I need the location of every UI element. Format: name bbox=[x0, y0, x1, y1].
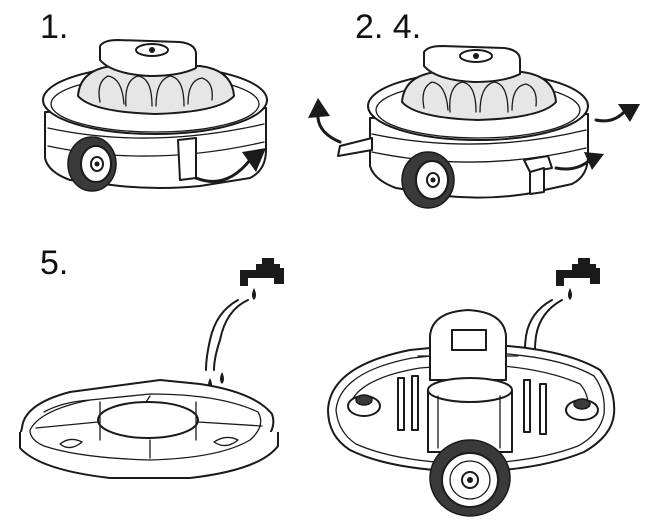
water-tap-icon bbox=[556, 258, 600, 300]
filter-tray-icon bbox=[19, 379, 279, 479]
pool-robot-icon bbox=[42, 39, 268, 192]
robot-underside-icon bbox=[327, 309, 616, 517]
water-tap-icon bbox=[240, 258, 284, 300]
pool-robot-icon bbox=[337, 45, 589, 209]
step-2-4-label: 2. 4. bbox=[355, 8, 422, 46]
curved-arrow-icon bbox=[554, 152, 604, 171]
step-1-label: 1. bbox=[40, 8, 69, 46]
step-5-label: 5. bbox=[40, 244, 69, 282]
curved-arrow-icon bbox=[194, 148, 266, 183]
curved-arrow-icon bbox=[594, 104, 640, 123]
curved-arrow-icon bbox=[308, 98, 342, 144]
